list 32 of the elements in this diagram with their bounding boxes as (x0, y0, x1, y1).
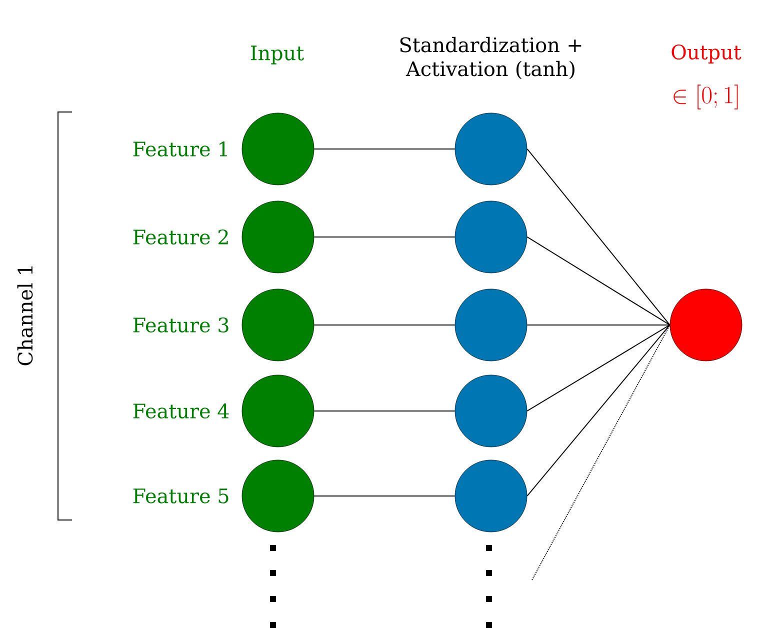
feature-label: Feature 4 (133, 403, 229, 419)
connection-line (526, 324, 670, 412)
input-neuron (242, 112, 314, 186)
hidden-neuron (454, 112, 528, 186)
column-heading: Standardization + Activation (tanh) (400, 36, 582, 80)
channel-label: Channel 1 (17, 266, 33, 366)
column-heading: Output (672, 44, 742, 64)
connection-line (526, 324, 670, 496)
connection-line (526, 148, 670, 326)
hidden-neuron (454, 460, 528, 532)
column-heading: Input (250, 46, 304, 64)
output-neuron (670, 288, 742, 362)
connection-line (526, 324, 670, 326)
hidden-neuron (454, 200, 528, 274)
feature-label: Feature 5 (133, 488, 228, 504)
hidden-neuron (454, 374, 528, 448)
input-neuron (242, 374, 314, 448)
feature-label: Feature 1 (133, 141, 227, 157)
connection-line (526, 236, 670, 326)
connection-line (532, 324, 670, 580)
connection-line (314, 410, 456, 412)
connection-line (314, 324, 456, 326)
connection-line (314, 236, 456, 238)
feature-label: Feature 2 (133, 229, 228, 245)
hidden-neuron (454, 288, 528, 362)
input-neuron (242, 460, 314, 532)
feature-label: Feature 3 (133, 317, 228, 333)
input-neuron (242, 288, 314, 362)
connection-line (314, 495, 456, 496)
input-neuron (242, 200, 314, 274)
output-range: $\in [0;1]$ (674, 84, 738, 110)
connection-line (314, 148, 456, 150)
